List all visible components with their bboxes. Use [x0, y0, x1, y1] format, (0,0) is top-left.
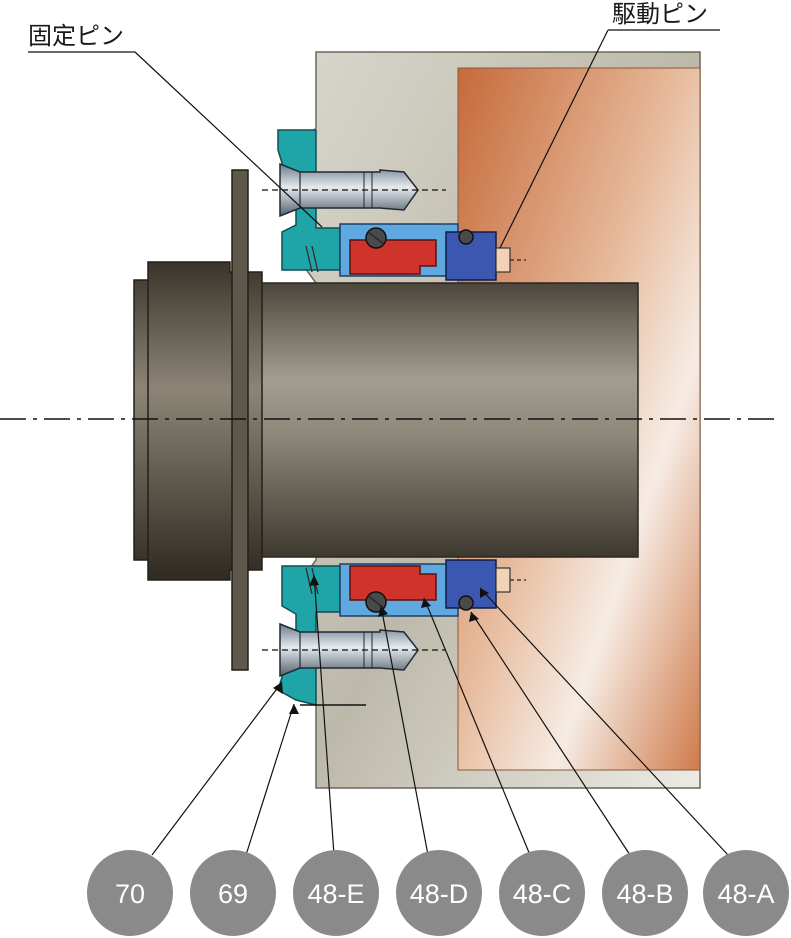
drive-pin-upper [495, 247, 511, 273]
spring-upper [305, 245, 319, 273]
svg-text:48-D: 48-D [410, 879, 469, 909]
label-drive-pin: 駆動ピン [612, 0, 708, 28]
lower-seal-assembly [262, 559, 526, 706]
badge-leaders [151, 574, 729, 856]
badge-48-a: 48-A [703, 850, 789, 936]
badge-48-c: 48-C [499, 850, 585, 936]
drive-pin-lower [495, 567, 511, 593]
svg-text:70: 70 [115, 879, 145, 909]
svg-text:48-B: 48-B [616, 879, 673, 909]
badge-48-b: 48-B [602, 850, 688, 936]
badge-69: 69 [190, 850, 276, 936]
badge-arrowheads [273, 575, 489, 714]
badge-48-e: 48-E [293, 850, 379, 936]
collar-plate [231, 169, 249, 671]
svg-text:48-A: 48-A [717, 879, 774, 909]
o-ring-48b-upper [458, 229, 474, 245]
rotating-ring-upper [349, 239, 437, 275]
shaft [257, 282, 639, 558]
stationary-ring-upper [445, 231, 497, 281]
svg-text:69: 69 [218, 879, 248, 909]
badge-48-d: 48-D [396, 850, 482, 936]
rotating-ring-lower [349, 565, 437, 601]
leader-fixing-pin [134, 51, 323, 228]
leader-drive-pin [499, 29, 609, 249]
svg-text:48-C: 48-C [513, 879, 572, 909]
svg-text:48-E: 48-E [307, 879, 364, 909]
badge-70: 70 [87, 850, 173, 936]
label-fixing-pin: 固定ピン [28, 22, 124, 50]
shaft-hub [133, 261, 263, 581]
upper-seal-assembly [262, 129, 526, 281]
o-ring-48b-lower [458, 595, 474, 611]
